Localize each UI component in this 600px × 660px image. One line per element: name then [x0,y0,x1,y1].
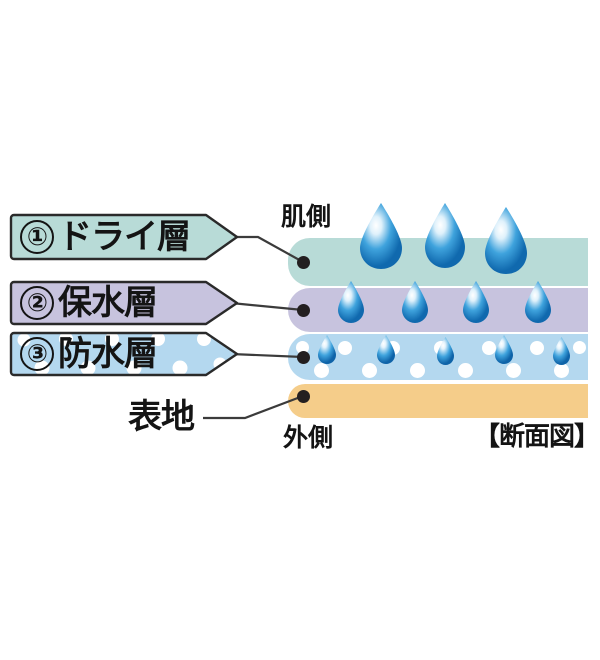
anchor-dot-dry [297,256,310,269]
legend-plate-waterproof-text: ③ 防水層 [20,330,158,378]
section-view-badge: 【断面図】 [474,422,600,452]
water-droplet-large [425,203,465,268]
water-droplet-small [377,335,395,364]
water-droplet-large [360,203,402,269]
legend-label-dry: ドライ層 [58,217,191,257]
layer-band-outer-fabric [288,384,588,418]
legend-plate-dry-shape [9,213,239,261]
water-droplet-small [437,337,454,365]
legend-plate-waterproof-shape [9,331,239,377]
outer-fabric-label: 表地 [128,397,195,437]
water-droplet-medium [525,281,551,323]
legend-plate-dry[interactable]: ① ドライ層 [8,212,240,262]
legend-number-2: ② [20,286,54,320]
anchor-dot-waterproof [297,351,310,364]
water-droplet-medium [463,281,489,323]
legend-label-waterproof: 防水層 [58,334,158,374]
legend-plate-water-retention[interactable]: ② 保水層 [8,279,240,327]
legend-plate-water-retention-text: ② 保水層 [20,279,158,327]
legend-plate-water-retention-shape [9,280,239,326]
water-droplet-small [553,337,570,365]
legend-number-1: ① [20,220,54,254]
outer-side-label: 外側 [283,423,334,452]
water-droplet-large [485,207,527,274]
legend-number-3: ③ [20,337,54,371]
water-droplet-medium [402,281,428,323]
water-droplet-small [318,335,336,364]
water-droplet-medium [338,281,364,323]
anchor-dot-water-retention [297,304,310,317]
water-droplet-small [495,335,513,364]
legend-plate-dry-text: ① ドライ層 [20,212,191,262]
skin-side-label: 肌側 [281,202,332,231]
legend-plate-waterproof[interactable]: ③ 防水層 [8,330,240,378]
anchor-dot-outer-fabric [297,390,310,403]
layer-band-outer-fabric-fill [288,384,588,418]
legend-label-water-retention: 保水層 [58,283,158,323]
